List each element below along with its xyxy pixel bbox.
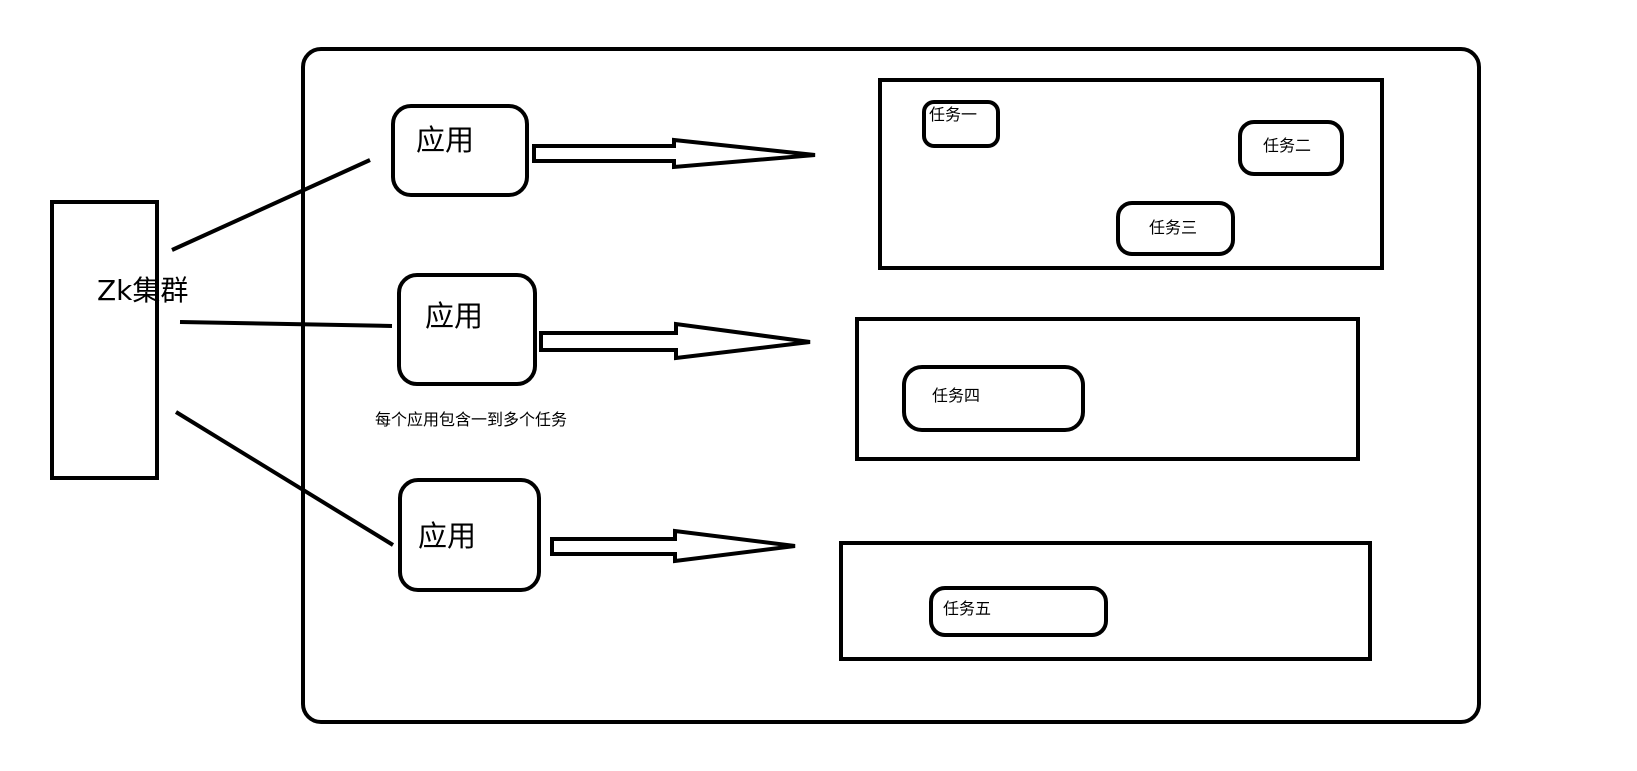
task-label-4: 任务四	[932, 386, 981, 405]
zk-cluster-box	[50, 200, 159, 480]
task-group-box-1	[878, 78, 1384, 270]
app-label-3: 应用	[418, 519, 477, 553]
task-group-box-3	[839, 541, 1372, 661]
task-label-2: 任务二	[1263, 136, 1312, 155]
app-box-2	[397, 273, 537, 386]
zk-cluster-label: Zk集群	[97, 274, 189, 307]
task-group-box-2	[855, 317, 1360, 461]
task-label-3: 任务三	[1149, 218, 1198, 237]
app-container-box	[301, 47, 1481, 724]
connector-line-app-2	[179, 320, 393, 328]
task-label-5: 任务五	[943, 599, 992, 618]
app-label-1: 应用	[416, 123, 475, 157]
app-box-3	[398, 478, 541, 592]
task-box-4	[902, 365, 1085, 432]
arrow-2	[539, 321, 811, 361]
app-box-1	[391, 104, 529, 197]
app-label-2: 应用	[425, 299, 484, 333]
apps-note-text: 每个应用包含一到多个任务	[375, 410, 568, 429]
task-box-1	[922, 100, 1000, 148]
task-box-5	[929, 586, 1108, 637]
task-box-2	[1238, 120, 1344, 176]
connector-line-app-3	[174, 410, 395, 547]
connector-line-app-1	[171, 158, 371, 252]
task-box-3	[1116, 201, 1235, 256]
task-label-1: 任务一	[929, 105, 978, 124]
arrow-3	[550, 528, 796, 564]
arrow-1	[532, 137, 816, 170]
